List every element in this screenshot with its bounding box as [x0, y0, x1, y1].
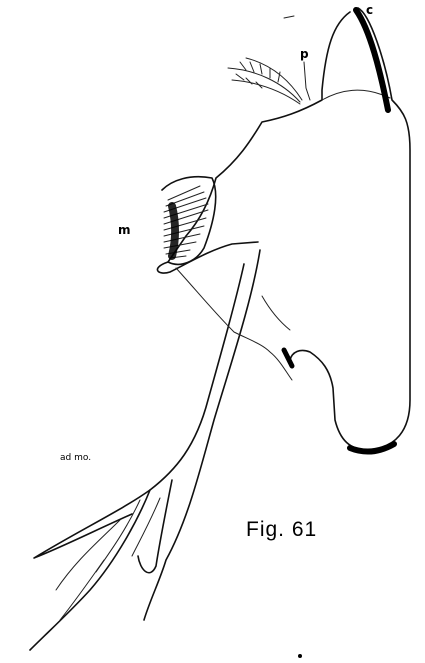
adductor-tendon [144, 250, 260, 620]
stray-mark [284, 16, 294, 18]
palp-stalk [304, 62, 310, 100]
stray-dot [298, 654, 302, 658]
label-p: p [300, 47, 309, 61]
label-ad-mo: ad mo. [60, 453, 91, 463]
inner-ridge [322, 90, 390, 100]
figure-caption: Fig. 61 [246, 518, 317, 541]
ligament-line [176, 268, 292, 380]
molar-dark-fill [172, 206, 175, 256]
body-outline [157, 12, 350, 273]
label-m: m [118, 223, 131, 237]
bottom-dark-edge [350, 444, 394, 451]
label-c: c [366, 3, 373, 17]
right-body-edge [290, 8, 410, 450]
ligament-line-2 [262, 296, 290, 330]
specimen-drawing [30, 8, 410, 658]
setae-tuft [228, 58, 302, 104]
